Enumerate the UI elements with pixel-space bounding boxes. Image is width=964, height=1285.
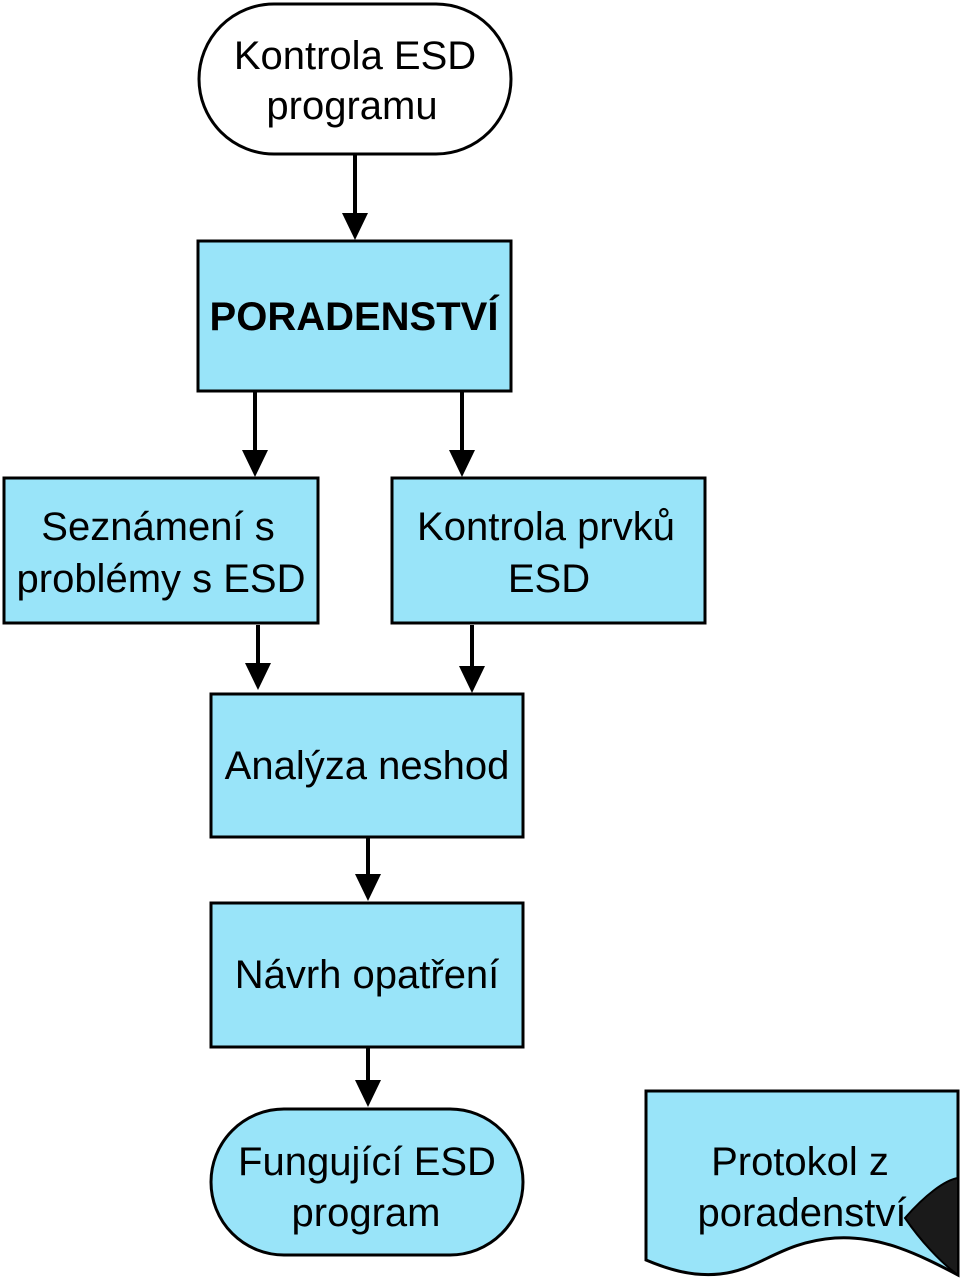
seznameni-box: Seznámení s problémy s ESD xyxy=(2,476,320,625)
arrowhead-navrh-to-end xyxy=(355,1080,381,1107)
arrowhead-start-to-poradenstvi xyxy=(342,213,368,240)
protokol-shape xyxy=(644,1089,960,1278)
seznameni-label-line1: Seznámení s xyxy=(41,505,274,549)
kontrola-prvku-shape xyxy=(390,476,707,625)
end-shape xyxy=(209,1107,525,1257)
poradenstvi-shape xyxy=(196,239,513,393)
start-label-line2: programu xyxy=(266,84,437,128)
seznameni-shape xyxy=(2,476,320,625)
protokol-label-line1: Protokol z xyxy=(711,1140,889,1184)
poradenstvi-box: PORADENSTVÍ xyxy=(196,239,513,393)
start-label-line1: Kontrola ESD xyxy=(234,34,476,78)
arrowhead-kontrola-to-analyza xyxy=(459,666,485,693)
end-label-line2: program xyxy=(292,1191,441,1235)
kontrola-prvku-label-line1: Kontrola prvků xyxy=(417,505,675,549)
analyza-label: Analýza neshod xyxy=(225,744,510,788)
kontrola-prvku-label-line2: ESD xyxy=(508,557,590,601)
arrowhead-analyza-to-navrh xyxy=(355,874,381,901)
analyza-shape xyxy=(209,692,525,839)
start-terminator: Kontrola ESD programu xyxy=(197,2,513,156)
protokol-label-line2: poradenství xyxy=(697,1191,906,1235)
navrh-label: Návrh opatření xyxy=(235,953,500,997)
page-curl-icon xyxy=(903,1176,959,1277)
start-shape xyxy=(197,2,513,156)
poradenstvi-label: PORADENSTVÍ xyxy=(210,294,500,339)
analyza-box: Analýza neshod xyxy=(209,692,525,839)
arrowhead-poradenstvi-to-kontrola xyxy=(449,450,475,477)
arrowhead-poradenstvi-to-seznameni xyxy=(242,450,268,477)
kontrola-prvku-box: Kontrola prvků ESD xyxy=(390,476,707,625)
navrh-shape xyxy=(209,901,525,1049)
navrh-box: Návrh opatření xyxy=(209,901,525,1049)
end-terminator: Fungující ESD program xyxy=(209,1107,525,1257)
arrowhead-seznameni-to-analyza xyxy=(245,663,271,690)
end-label-line1: Fungující ESD xyxy=(238,1140,496,1184)
protokol-document: Protokol z poradenství xyxy=(644,1089,960,1278)
seznameni-label-line2: problémy s ESD xyxy=(17,557,306,601)
connectors xyxy=(242,155,485,1107)
